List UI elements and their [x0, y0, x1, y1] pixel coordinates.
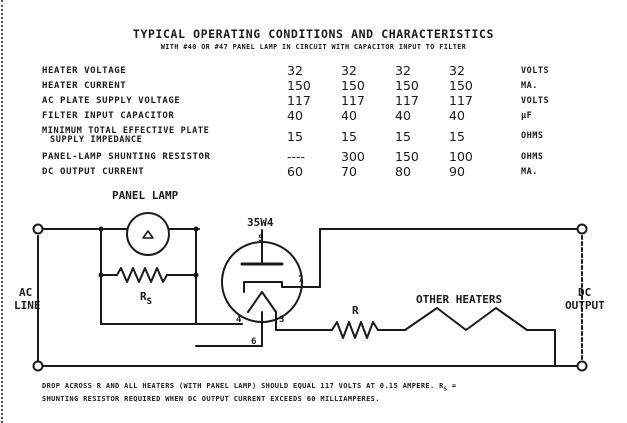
pin-label: 5 [258, 234, 263, 244]
pin-label: 3 [279, 315, 284, 325]
spec-value: 150 [395, 78, 419, 93]
spec-value: 150 [287, 78, 311, 93]
pin-label: 7 [298, 275, 303, 285]
spec-label-line2: SUPPLY IMPEDANCE [50, 135, 143, 145]
spec-value: 32 [449, 63, 465, 78]
spec-unit: OHMS [521, 131, 544, 141]
spec-value: 150 [341, 78, 365, 93]
other-heaters-label: OTHER HEATERS [416, 293, 502, 306]
footnote-line1: DROP ACROSS R AND ALL HEATERS (WITH PANE… [42, 382, 444, 390]
spec-row: AC PLATE SUPPLY VOLTAGE 117 117 117 117 … [42, 93, 581, 108]
page-subtitle: WITH #40 OR #47 PANEL LAMP IN CIRCUIT WI… [160, 43, 467, 51]
junction-dot [98, 272, 104, 278]
ac-line-label-1: AC [19, 286, 32, 299]
spec-value: 80 [395, 164, 411, 179]
spec-value: 117 [449, 93, 473, 108]
spec-row: PANEL-LAMP SHUNTING RESISTOR ---- 300 15… [42, 149, 581, 164]
spec-value: 117 [287, 93, 311, 108]
spec-unit: µF [521, 110, 533, 121]
ac-line-label-2: LINE [14, 299, 41, 312]
scan-border [1, 0, 3, 423]
rectifier-tube-envelope [221, 241, 303, 323]
pin3-wire [275, 311, 333, 331]
spec-label: FILTER INPUT CAPACITOR [42, 110, 175, 121]
dc-terminal-top [576, 223, 588, 235]
panel-lamp-label: PANEL LAMP [112, 189, 179, 202]
spec-label: HEATER CURRENT [42, 80, 127, 91]
spec-unit: VOLTS [521, 95, 550, 106]
spec-value: 300 [341, 149, 365, 164]
spec-value: 40 [395, 108, 411, 123]
spec-value: 40 [449, 108, 465, 123]
spec-value: 150 [449, 78, 473, 93]
spec-value: 60 [287, 164, 303, 179]
rs-label-sub: S [147, 297, 152, 307]
spec-unit: VOLTS [521, 65, 550, 76]
footnote-sub: S [443, 386, 448, 393]
spec-value: 32 [341, 63, 357, 78]
spec-value: 70 [341, 164, 357, 179]
spec-unit: MA. [521, 80, 538, 91]
pin-label: 6 [251, 337, 256, 347]
footnote: DROP ACROSS R AND ALL HEATERS (WITH PANE… [42, 381, 456, 404]
ac-terminal-bottom [32, 360, 44, 372]
rs-label-main: R [140, 290, 147, 303]
spec-value: 15 [341, 128, 357, 144]
spec-value: 117 [341, 93, 365, 108]
spec-label-line1: MINIMUM TOTAL EFFECTIVE PLATE [42, 126, 210, 136]
spec-unit: OHMS [521, 151, 544, 162]
tube-label: 35W4 [247, 216, 274, 229]
resistor-r-label: R [352, 304, 359, 317]
spec-value: 90 [449, 164, 465, 179]
spec-label: PANEL-LAMP SHUNTING RESISTOR [42, 151, 211, 162]
spec-value: 150 [395, 149, 419, 164]
lamp-filament [142, 230, 154, 239]
spec-row: DC OUTPUT CURRENT 60 70 80 90 MA. [42, 164, 581, 179]
rs-label: RS [140, 290, 152, 307]
spec-value: 117 [395, 93, 419, 108]
junction-dot [193, 272, 199, 278]
page-title: TYPICAL OPERATING CONDITIONS AND CHARACT… [132, 27, 495, 41]
spec-row: HEATER VOLTAGE 32 32 32 32 VOLTS [42, 63, 581, 78]
spec-label: DC OUTPUT CURRENT [42, 166, 145, 177]
spec-value: 15 [287, 128, 303, 144]
spec-value: 40 [287, 108, 303, 123]
spec-label: HEATER VOLTAGE [42, 65, 127, 76]
tube-heater [247, 291, 277, 313]
series-resistor [331, 321, 379, 339]
shunt-resistor [116, 267, 168, 283]
other-heaters-symbol [404, 307, 556, 331]
footnote-line2: SHUNTING RESISTOR REQUIRED WHEN DC OUTPU… [42, 395, 380, 404]
spec-value: 15 [395, 128, 411, 144]
spec-value: 32 [287, 63, 303, 78]
spec-row: FILTER INPUT CAPACITOR 40 40 40 40 µF [42, 108, 581, 123]
spec-label: AC PLATE SUPPLY VOLTAGE [42, 95, 181, 106]
spec-value: 15 [449, 128, 465, 144]
spec-value: 40 [341, 108, 357, 123]
footnote-line1-end: = [447, 382, 457, 390]
spec-unit: MA. [521, 166, 538, 177]
dc-terminal-bottom [576, 360, 588, 372]
spec-value: 32 [395, 63, 411, 78]
ac-terminal-top [32, 223, 44, 235]
spec-value: 100 [449, 149, 473, 164]
dc-output-label-2: OUTPUT [565, 299, 605, 312]
dc-output-label-1: DC [578, 286, 591, 299]
tube-cathode [243, 281, 283, 293]
spec-row: HEATER CURRENT 150 150 150 150 MA. [42, 78, 581, 93]
pin-label: 4 [236, 315, 242, 325]
junction-dot [98, 226, 104, 232]
panel-lamp-icon [126, 212, 170, 256]
operating-conditions-table: HEATER VOLTAGE 32 32 32 32 VOLTS HEATER … [42, 63, 581, 179]
junction-dot [193, 226, 199, 232]
spec-value: ---- [287, 149, 306, 164]
